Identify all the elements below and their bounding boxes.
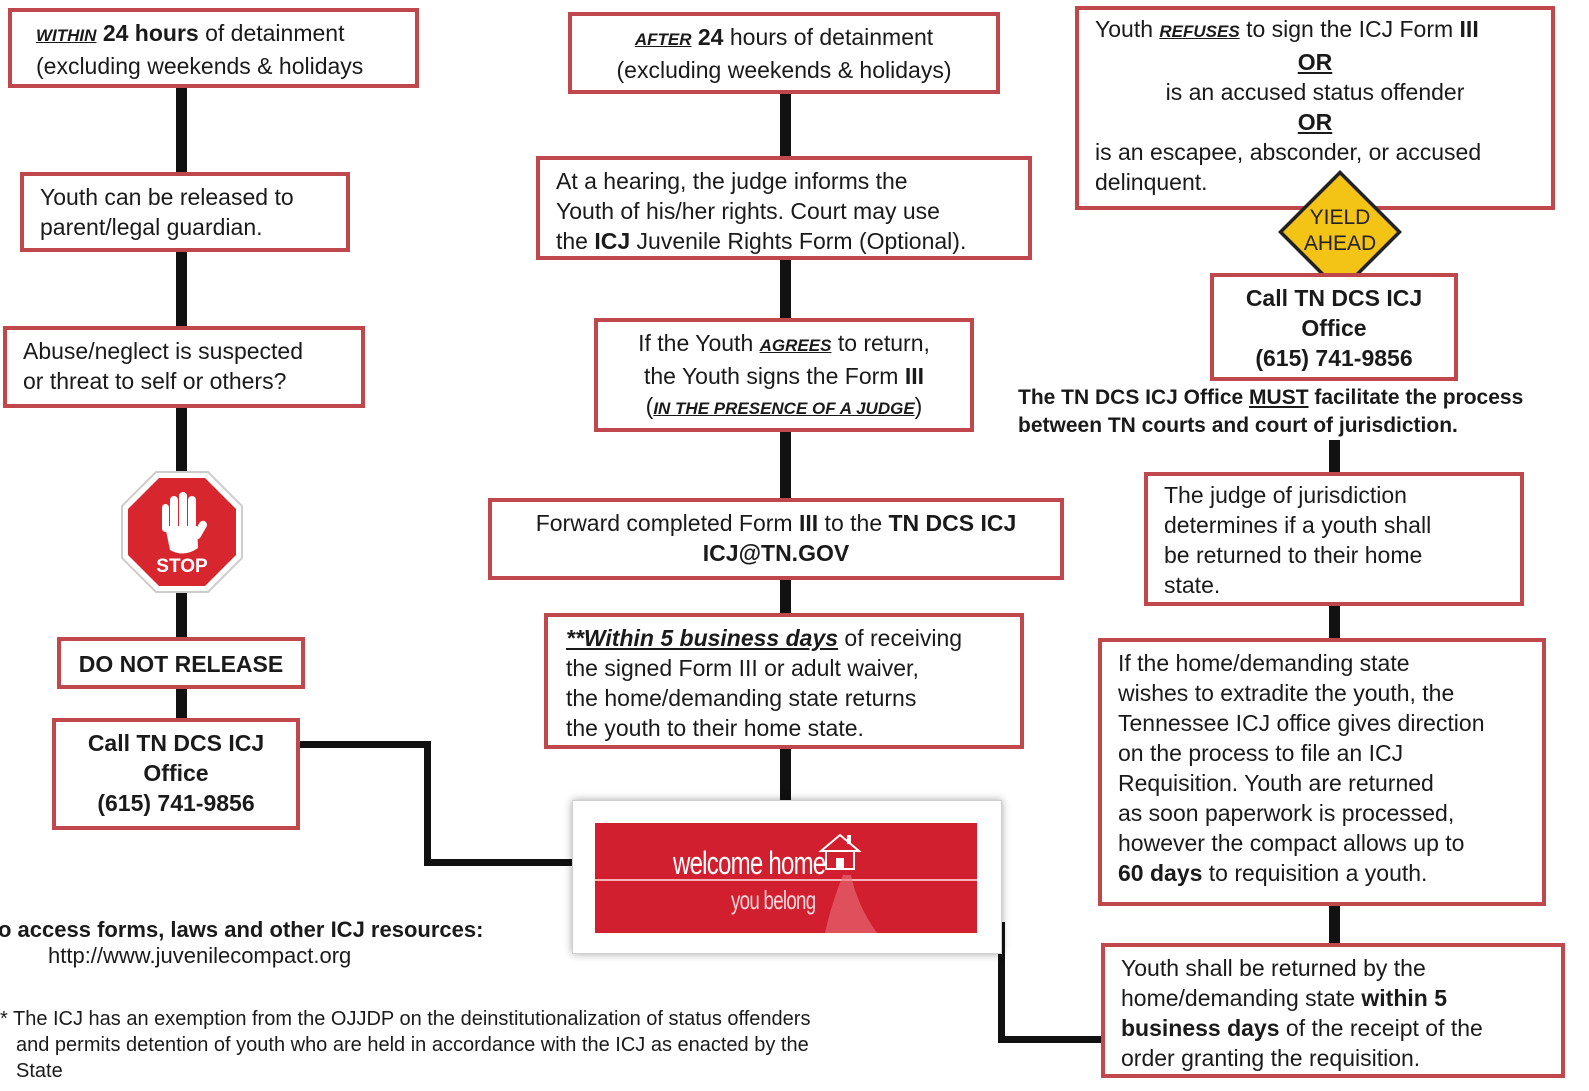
welcome-to-returned-h — [998, 1036, 1103, 1043]
judge-jurisdiction-box: The judge of jurisdiction determines if … — [1144, 472, 1524, 606]
welcome-home-text: welcome home — [673, 845, 826, 881]
call-to-welcome-h — [298, 741, 428, 748]
call-to-welcome-h2 — [424, 859, 574, 866]
welcome-home-banner: welcome home you belong — [572, 800, 1002, 954]
yield-text: YIELD — [1310, 206, 1371, 229]
path-icon — [825, 875, 877, 933]
middle-connector — [780, 90, 791, 805]
release-to-guardian-box: Youth can be released to parent/legal gu… — [20, 172, 350, 252]
call-office-box-left: Call TN DCS ICJ Office (615) 741-9856 — [52, 718, 300, 830]
resources-heading: o access forms, laws and other ICJ resou… — [0, 917, 484, 942]
welcome-to-returned-v — [998, 922, 1005, 1042]
resources-url-link[interactable]: http://www.juvenilecompact.org — [48, 943, 352, 968]
youth-agrees-box: If the Youth agrees to return, the Youth… — [594, 318, 974, 432]
you-belong-text: you belong — [731, 885, 816, 915]
call-to-welcome-v — [424, 741, 431, 866]
must-facilitate-note: The TN DCS ICJ Office MUST facilitate th… — [1018, 386, 1524, 437]
hearing-box: At a hearing, the judge informs the Yout… — [536, 156, 1032, 260]
within-5-days-box: **Within 5 business days of receiving th… — [544, 613, 1024, 749]
icj-email: ICJ@TN.GOV — [702, 540, 850, 566]
call-office-box-right: Call TN DCS ICJ Office (615) 741-9856 — [1210, 273, 1458, 381]
house-icon — [818, 833, 862, 870]
stop-sign-icon: STOP — [121, 471, 243, 593]
ahead-text: AHEAD — [1304, 232, 1376, 255]
within-24-hours-box: Within 24 hours of detainment (excluding… — [8, 8, 419, 88]
stop-sign-text: STOP — [156, 556, 208, 577]
forward-form-box: Forward completed Form III to the TN DCS… — [488, 498, 1064, 580]
abuse-neglect-box: Abuse/neglect is suspected or threat to … — [3, 326, 365, 408]
youth-refuses-box: Youth refuses to sign the ICJ Form III O… — [1075, 6, 1555, 210]
after-24-hours-box: After 24 hours of detainment (excluding … — [568, 12, 1000, 94]
youth-returned-box: Youth shall be returned by the home/dema… — [1101, 943, 1565, 1078]
do-not-release-box: DO NOT RELEASE — [57, 637, 305, 689]
extradite-box: If the home/demanding state wishes to ex… — [1098, 638, 1546, 906]
welcome-home-red-panel: welcome home you belong — [595, 823, 977, 933]
ojjdp-exemption-note: * The ICJ has an exemption from the OJJD… — [0, 1008, 811, 1082]
hand-icon — [162, 492, 207, 554]
yield-ahead-sign-icon: YIELD AHEAD — [1278, 170, 1402, 294]
